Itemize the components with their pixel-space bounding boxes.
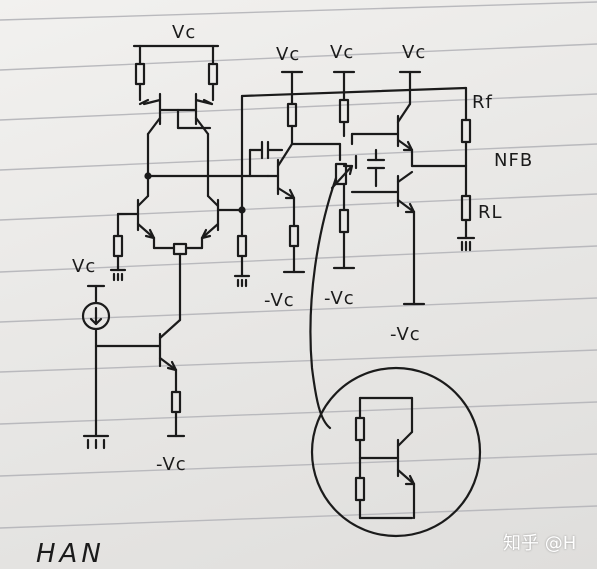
vc-label-bias: Vc (330, 42, 354, 63)
neg-vc-label-tail: -Vc (156, 454, 187, 475)
site-watermark: 知乎 @H (503, 533, 577, 554)
current-mirror (132, 44, 220, 178)
output-stage (350, 70, 476, 306)
rf-label: Rf (472, 92, 493, 113)
vc-label-mirror: Vc (172, 22, 196, 43)
vc-label-output: Vc (402, 42, 426, 63)
author-signature: HAN (36, 539, 105, 569)
voltage-amp-stage (240, 70, 468, 274)
bias-spreader (330, 70, 386, 270)
neg-vc-label-bias: -Vc (324, 288, 355, 309)
ruled-lines (0, 1, 597, 529)
nfb-label: NFB (494, 150, 533, 171)
magnified-vbe-multiplier (310, 366, 482, 538)
vc-label-source: Vc (72, 256, 96, 277)
neg-vc-label-vas: -Vc (264, 290, 295, 311)
schematic (81, 44, 482, 538)
labels: Vc Vc Vc Vc Vc -Vc -Vc -Vc -Vc Rf NFB RL… (36, 22, 533, 569)
differential-pair (109, 174, 244, 322)
rl-label: RL (478, 202, 503, 223)
tail-current-source (81, 284, 186, 450)
neg-vc-label-output: -Vc (390, 324, 421, 345)
vc-label-vas: Vc (276, 44, 300, 65)
